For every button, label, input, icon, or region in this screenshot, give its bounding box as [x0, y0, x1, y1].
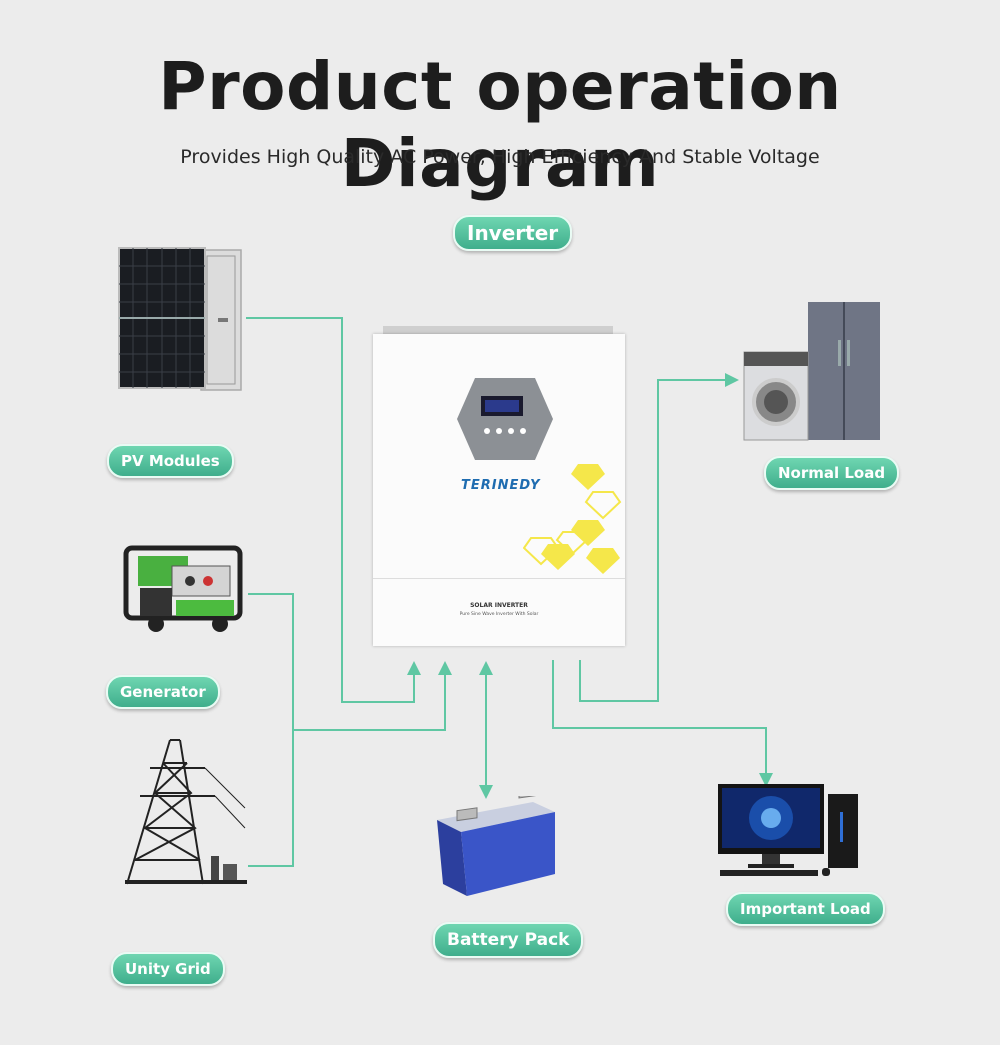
page-subtitle: Provides High Quality AC Power, High Eff… [180, 146, 820, 168]
solar-panel-icon [118, 247, 242, 391]
appliances-group [743, 302, 880, 441]
inverter-icon: TERINEDY SOLAR INVERTER Pure Sine Wave I… [373, 326, 625, 646]
computer-icon [718, 784, 858, 876]
grid-line [293, 661, 452, 731]
normal-load-label: Normal Load [764, 456, 900, 490]
fridge-icon [808, 302, 880, 440]
inverter-label: Inverter [453, 215, 573, 251]
generator-icon [123, 545, 243, 632]
normal-load-line [579, 373, 739, 702]
washer-icon [743, 351, 809, 441]
panel-subtitle: Pure Sine Wave Inverter With Solar [459, 612, 539, 617]
generator-line [248, 593, 294, 867]
important-load-label: Important Load [726, 892, 885, 926]
brand-logo: TERINEDY [461, 478, 541, 493]
pv-line [246, 317, 421, 703]
generator-label: Generator [106, 675, 220, 709]
display-panel [457, 378, 553, 460]
panel-title: SOLAR INVERTER [470, 602, 528, 609]
power-tower-icon [125, 739, 247, 885]
unity-grid-label: Unity Grid [111, 952, 225, 986]
battery-icon [437, 796, 555, 896]
pv-modules-label: PV Modules [107, 444, 234, 478]
page-title: Product operation Diagram [158, 48, 842, 202]
important-load-line [552, 660, 773, 787]
battery-pack-label: Battery Pack [433, 922, 584, 958]
diamond-decoration [523, 464, 622, 574]
